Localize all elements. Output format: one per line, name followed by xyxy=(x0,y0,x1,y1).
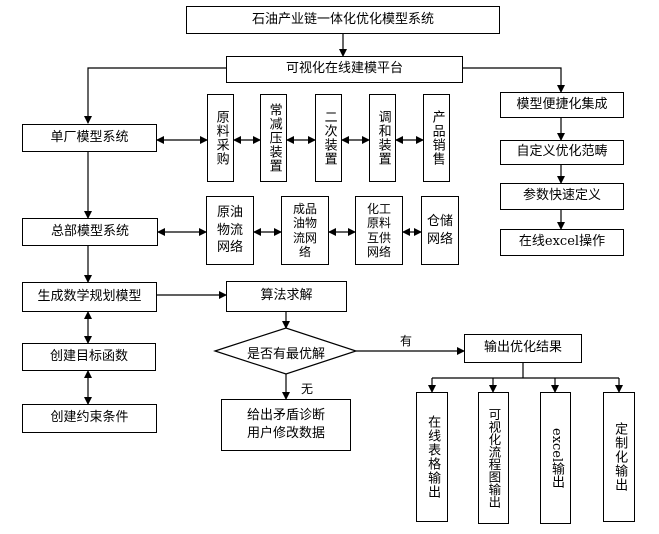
node-platform: 可视化在线建模平台 xyxy=(226,56,463,83)
node-mc4: 调和装置 xyxy=(369,94,396,182)
node-conflict: 给出矛盾诊断 用户修改数据 xyxy=(221,399,351,451)
node-title: 石油产业链一体化优化模型系统 xyxy=(186,6,500,34)
label-no: 无 xyxy=(301,382,314,396)
decision-diamond xyxy=(213,327,358,375)
node-hq2: 成品 油物 流网 络 xyxy=(281,196,329,265)
node-optimal: 是否有最优解 xyxy=(246,347,325,362)
node-mc3: 二次装置 xyxy=(315,94,342,182)
node-mc5: 产品销售 xyxy=(423,94,450,182)
node-r4: 在线excel操作 xyxy=(500,229,624,256)
node-output: 输出优化结果 xyxy=(464,334,582,363)
node-r2: 自定义优化范畴 xyxy=(500,140,624,165)
node-hq3: 化工 原料 互供 网络 xyxy=(355,196,403,265)
node-o2: 可视化流程图输出 xyxy=(478,392,509,524)
node-generate: 生成数学规划模型 xyxy=(22,282,157,312)
arrow-platform-single-plant xyxy=(84,67,226,124)
node-o1: 在线表格输出 xyxy=(416,392,448,522)
node-hq4: 仓储 网络 xyxy=(421,196,459,265)
node-objective: 创建目标函数 xyxy=(22,343,156,371)
node-single-plant: 单厂模型系统 xyxy=(22,124,157,152)
node-constraints: 创建约束条件 xyxy=(22,404,157,433)
node-r3: 参数快速定义 xyxy=(500,183,624,210)
node-mc2: 常减压装置 xyxy=(260,94,287,182)
node-hq1: 原油 物流 网络 xyxy=(206,196,254,265)
node-o4: 定制化输出 xyxy=(603,392,635,522)
label-yes: 有 xyxy=(400,334,413,348)
node-o3: excel输出 xyxy=(540,392,571,524)
node-algorithm: 算法求解 xyxy=(226,281,347,312)
node-hq: 总部模型系统 xyxy=(22,218,158,246)
arrow-platform-r1 xyxy=(463,67,565,93)
node-mc1: 原料采购 xyxy=(207,94,234,182)
node-r1: 模型便捷化集成 xyxy=(500,92,624,118)
